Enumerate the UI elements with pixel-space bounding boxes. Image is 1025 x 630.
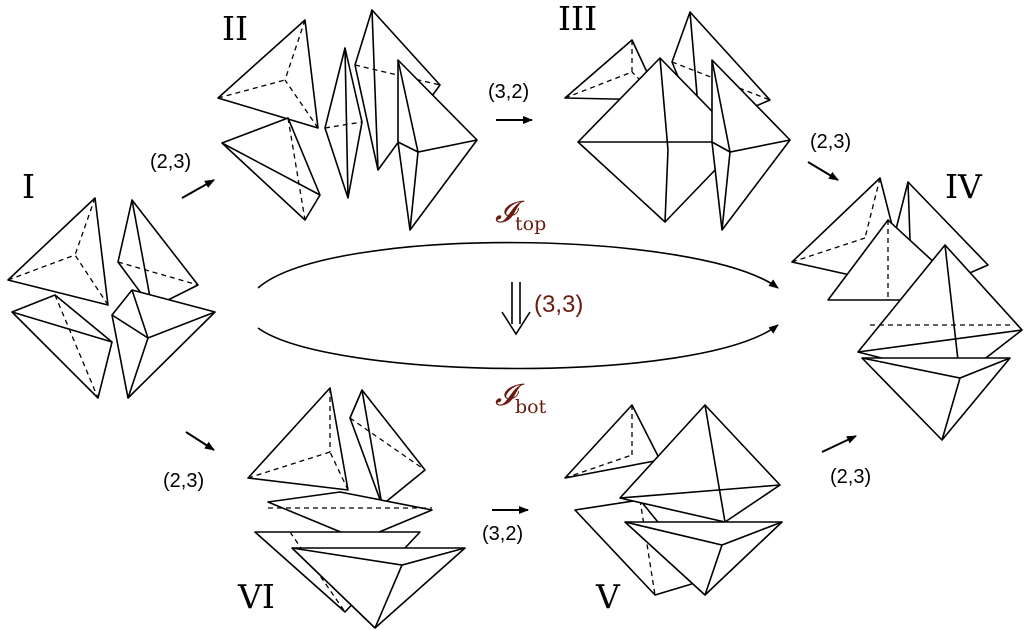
stage-label-ii: II xyxy=(222,9,248,48)
move-label-iii-to-iv: (2,3) xyxy=(810,131,851,153)
stage-v-tetrahedra xyxy=(564,404,783,596)
move-label-i-to-vi: (2,3) xyxy=(163,470,204,492)
top-path-subscript: top xyxy=(515,213,546,235)
move-arrow-i-to-vi xyxy=(185,431,215,451)
stage-vi-tetrahedra xyxy=(247,387,466,629)
move-i-to-ii: (2,3) xyxy=(150,151,215,199)
bottom-path-label: 𝓘 bot xyxy=(495,378,547,418)
stage-label-iii: III xyxy=(558,0,597,38)
stage-iii-tetrahedra xyxy=(564,11,791,231)
move-v-to-iv: (2,3) xyxy=(821,435,871,488)
stage-iv-tetrahedra xyxy=(791,177,1023,441)
stage-label-iv: IV xyxy=(945,167,983,206)
center-move-label: (3,3) xyxy=(534,291,583,318)
top-path-label: 𝓘 top xyxy=(495,195,546,235)
move-ii-to-iii: (3,2) xyxy=(488,81,533,124)
move-arrow-iii-to-iv xyxy=(807,161,839,181)
double-down-arrow xyxy=(501,282,531,336)
stage-label-v: V xyxy=(595,577,621,616)
move-iii-to-iv: (2,3) xyxy=(807,131,851,181)
move-i-to-vi: (2,3) xyxy=(163,431,215,492)
move-label-ii-to-iii: (3,2) xyxy=(488,81,529,103)
move-label-v-to-iv: (2,3) xyxy=(830,466,871,488)
bottom-path-subscript: bot xyxy=(515,396,547,418)
bottom-path-arrow xyxy=(257,324,779,370)
move-vi-to-v: (3,2) xyxy=(482,506,529,545)
stage-i-tetrahedra xyxy=(7,197,216,399)
top-path-arrow xyxy=(257,241,779,289)
move-arrow-i-to-ii xyxy=(181,179,215,199)
move-label-i-to-ii: (2,3) xyxy=(150,151,191,173)
stage-label-i: I xyxy=(22,167,35,206)
stage-label-vi: VI xyxy=(237,577,275,616)
move-label-vi-to-v: (3,2) xyxy=(482,523,523,545)
stage-ii-tetrahedra xyxy=(217,9,478,231)
move-arrow-v-to-iv xyxy=(821,435,857,453)
